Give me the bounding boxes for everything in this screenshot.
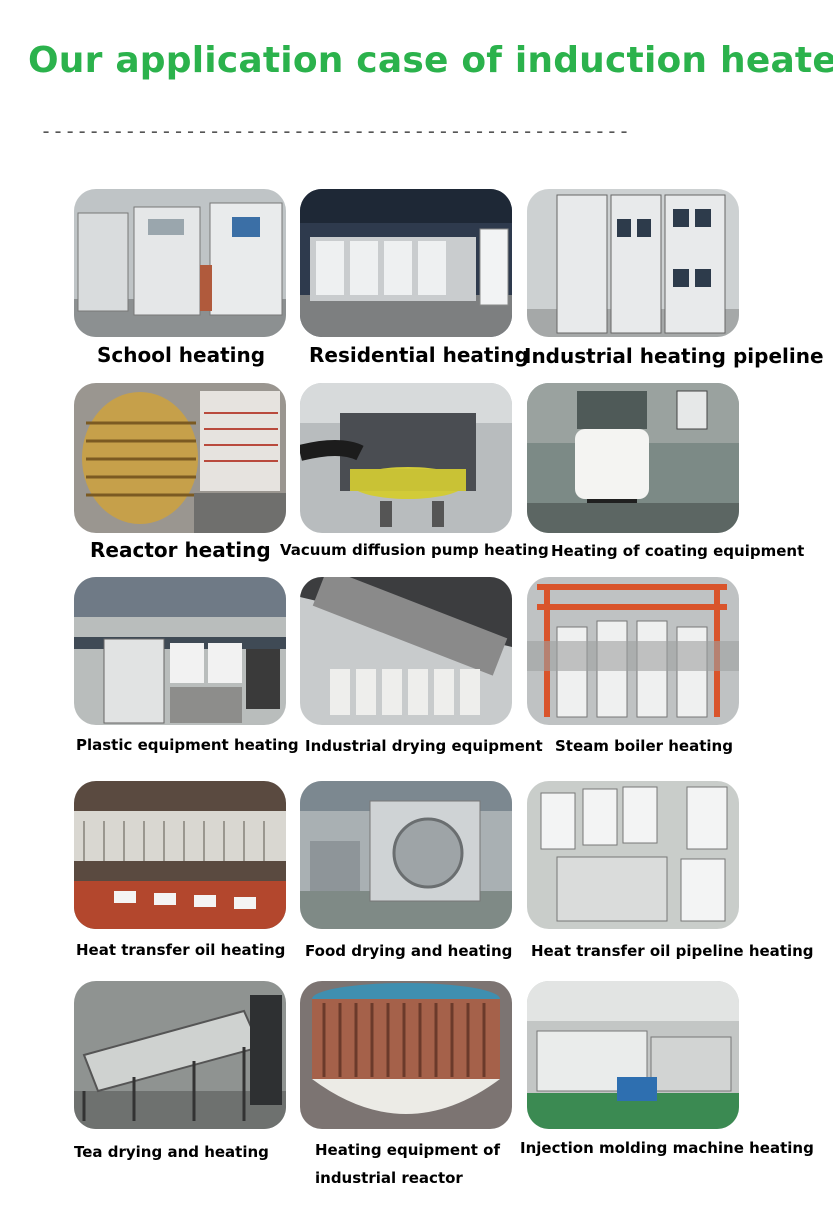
photo-food-drying [300,781,512,929]
photo-steam-boiler [527,577,739,725]
photo-residential-heating [300,189,512,337]
photo-reactor-heating [74,383,286,533]
caption-heat-transfer-oil-heating: Heat transfer oil heating [76,941,286,959]
caption-food-drying-and-heating: Food drying and heating [305,942,513,960]
photo-heat-transfer-oil-pipeline [527,781,739,929]
caption-vacuum-diffusion-pump-heating: Vacuum diffusion pump heating [280,541,549,559]
photo-plastic-equipment [74,577,286,725]
caption-reactor-heating: Reactor heating [90,538,271,562]
photo-industrial-heating-pipeline [527,189,739,337]
photo-heat-transfer-oil [74,781,286,929]
caption-steam-boiler-heating: Steam boiler heating [555,737,733,755]
caption-school-heating: School heating [97,343,266,367]
caption-heat-transfer-oil-pipeline-heating: Heat transfer oil pipeline heating [531,942,814,960]
caption-tea-drying-and-heating: Tea drying and heating [74,1143,269,1161]
caption-plastic-equipment-heating: Plastic equipment heating [76,736,299,754]
photo-tea-drying [74,981,286,1129]
caption-heating-of-coating-equipment: Heating of coating equipment [551,542,805,560]
caption-industrial-heating-pipeline: Industrial heating pipeline [524,344,824,368]
caption-residential-heating: Residential heating [309,343,529,367]
photo-injection-molding [527,981,739,1129]
caption-heating-equipment-of-industrial-reactor-line2: industrial reactor [315,1169,463,1187]
photo-coating-equipment [527,383,739,533]
photo-vacuum-diffusion-pump [300,383,512,533]
caption-heating-equipment-of-industrial-reactor-line1: Heating equipment of [315,1141,500,1159]
divider-line: ----------------------------------------… [40,119,631,143]
caption-injection-molding-machine-heating: Injection molding machine heating [520,1139,814,1157]
photo-industrial-reactor [300,981,512,1129]
page-title: Our application case of induction heater [28,40,833,81]
photo-school-heating [74,189,286,337]
photo-industrial-drying [300,577,512,725]
caption-industrial-drying-equipment: Industrial drying equipment [305,737,543,755]
